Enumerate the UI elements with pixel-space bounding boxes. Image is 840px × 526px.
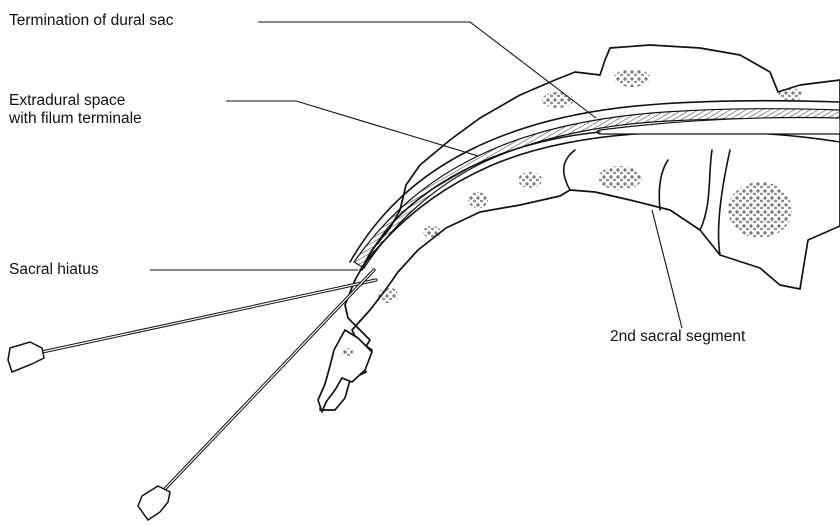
label-sacral-hiatus: Sacral hiatus bbox=[9, 261, 99, 279]
label-second-sacral-segment: 2nd sacral segment bbox=[610, 328, 745, 346]
label-dural-sac: Termination of dural sac bbox=[9, 12, 174, 30]
leader-second-segment bbox=[652, 210, 682, 328]
label-extradural-line2: with filum terminale bbox=[9, 110, 142, 128]
label-extradural-line1: Extradural space bbox=[9, 92, 125, 110]
